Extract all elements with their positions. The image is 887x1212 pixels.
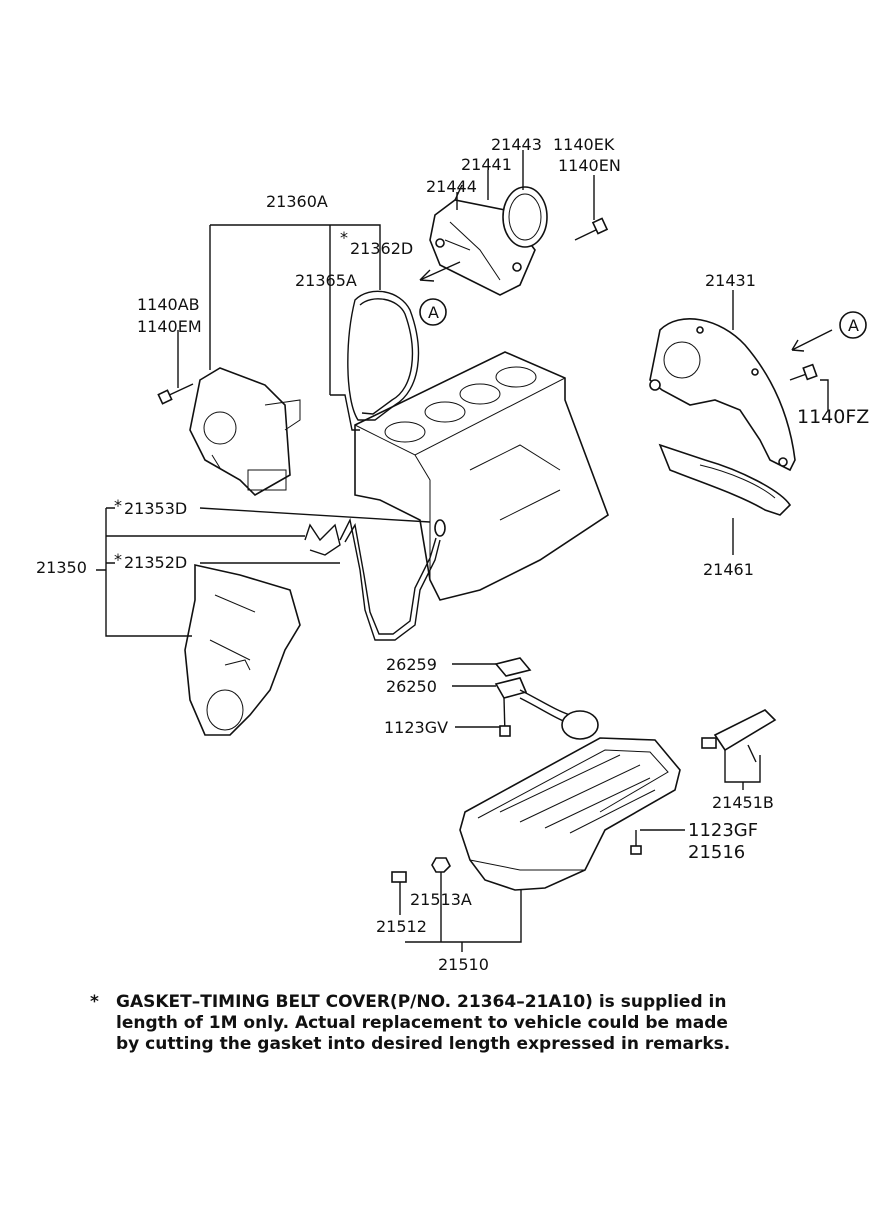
label-21516: 21516 [688,842,745,863]
footnote-line-1: * GASKET–TIMING BELT COVER(P/NO. 21364–21… [90,992,870,1013]
label-21353d: 21353D [124,499,187,518]
gasket-21365a [330,290,420,431]
bolt-21516 [630,830,642,855]
label-21365a: 21365A [295,271,357,290]
oil-pan-21510 [459,737,681,891]
label-21512: 21512 [376,917,427,936]
leader-lines [96,150,829,952]
footnote-text-1: GASKET–TIMING BELT COVER(P/NO. 21364–21A… [116,992,727,1012]
plate-21461 [658,443,792,516]
oil-strainer-26250 [494,657,599,740]
label-21443: 21443 [491,135,542,154]
gasket-21353d [304,523,341,556]
label-21441: 21441 [461,155,512,174]
label-21350: 21350 [36,558,87,577]
label-1140en: 1140EN [558,156,621,175]
label-21360a: 21360A [266,192,328,211]
label-1140em: 1140EM [137,317,202,336]
lower-timing-cover [184,564,301,736]
label-21444: 21444 [426,177,477,196]
upper-timing-cover [189,367,301,496]
label-26259: 26259 [386,655,437,674]
bolt-1140ek [574,217,609,241]
engine-block [354,351,609,601]
asterisk-21362d: * [340,228,348,247]
drain-plug-21512 [391,871,407,883]
label-1123gf: 1123GF [688,820,758,841]
sealant-tube-21451b [701,709,777,763]
arrow-view-a-right [791,311,867,352]
label-21352d: 21352D [124,553,187,572]
label-1140ek: 1140EK [553,135,615,154]
label-21362d: 21362D [350,239,413,258]
arrow-view-a-upper [419,261,461,326]
footnote-line-3: by cutting the gasket into desired lengt… [90,1034,870,1055]
label-21513a: 21513A [410,890,472,909]
footnote-text-2: length of 1M only. Actual replacement to… [116,1013,728,1033]
oil-seal-21443 [502,186,548,248]
part-labels: 21443 1140EK 21441 1140EN 21444 21360A *… [36,135,869,974]
footnote: * GASKET–TIMING BELT COVER(P/NO. 21364–21… [90,992,870,1055]
bolt-1140fz [789,363,818,381]
label-1123gv: 1123GV [384,718,448,737]
asterisk-21353d: * [114,496,122,515]
gasket-21352d [339,517,446,641]
footnote-line-2: length of 1M only. Actual replacement to… [90,1013,870,1034]
label-1140fz: 1140FZ [797,406,869,428]
drain-gasket-21513a [431,857,451,873]
label-21461: 21461 [703,560,754,579]
label-view-a-upper: A [428,303,439,322]
footnote-marker: * [90,992,99,1012]
footnote-text-3: by cutting the gasket into desired lengt… [116,1034,731,1054]
asterisk-21352d: * [114,550,122,569]
label-21431: 21431 [705,271,756,290]
label-26250: 26250 [386,677,437,696]
label-1140ab: 1140AB [137,295,200,314]
rear-plate-21431 [649,318,796,472]
label-21510: 21510 [438,955,489,974]
bolt-1140ab [157,383,194,405]
label-view-a-right: A [848,316,859,335]
label-21451b: 21451B [712,793,774,812]
